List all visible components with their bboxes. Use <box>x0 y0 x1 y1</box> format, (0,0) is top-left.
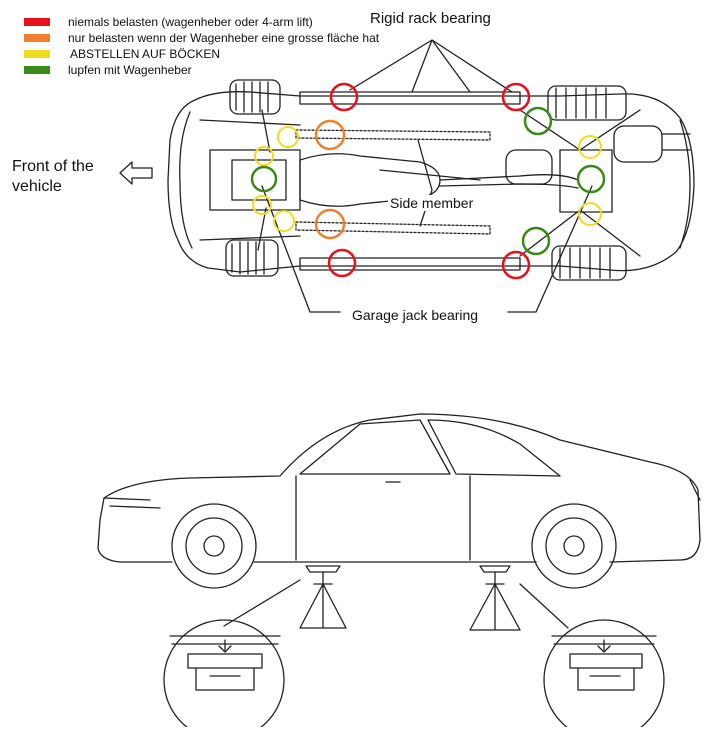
garage-jack-bearing-label: Garage jack bearing <box>350 307 481 323</box>
yellow-marker-circle <box>252 195 272 215</box>
legend-label: lupfen mit Wagenheber <box>68 63 192 77</box>
red-marker-circle <box>329 82 359 112</box>
yellow-marker-circle <box>277 126 299 148</box>
yellow-marker-circle <box>578 135 602 159</box>
front-arrow-icon <box>119 161 153 185</box>
rigid-rack-bearing-label: Rigid rack bearing <box>370 10 491 27</box>
red-marker-circle <box>327 248 357 278</box>
orange-marker-circle <box>314 119 346 151</box>
legend: niemals belasten (wagenheber oder 4-arm … <box>24 14 379 78</box>
legend-item-orange: nur belasten wenn der Wagenheber eine gr… <box>24 30 379 46</box>
legend-item-red: niemals belasten (wagenheber oder 4-arm … <box>24 14 379 30</box>
legend-swatch-orange <box>24 34 50 42</box>
legend-label: ABSTELLEN AUF BÖCKEN <box>70 47 221 61</box>
red-marker-circle <box>501 250 531 280</box>
yellow-marker-circle <box>254 146 274 166</box>
legend-label: niemals belasten (wagenheber oder 4-arm … <box>68 15 313 29</box>
green-marker-circle <box>521 226 551 256</box>
legend-item-yellow: ABSTELLEN AUF BÖCKEN <box>24 46 379 62</box>
legend-label: nur belasten wenn der Wagenheber eine gr… <box>68 31 380 45</box>
front-of-vehicle-label-line2: vehicle <box>12 178 62 195</box>
red-marker-circle <box>501 82 531 112</box>
legend-swatch-green <box>24 66 50 74</box>
legend-item-green: lupfen mit Wagenheber <box>24 62 379 78</box>
yellow-marker-circle <box>578 202 602 226</box>
legend-swatch-red <box>24 18 50 26</box>
car-side-view <box>97 413 701 732</box>
marker-layer <box>250 82 606 280</box>
legend-swatch-yellow <box>24 50 50 58</box>
green-marker-circle <box>576 164 606 194</box>
green-marker-circle <box>523 106 553 136</box>
side-member-label: Side member <box>388 195 476 211</box>
yellow-marker-circle <box>273 210 295 232</box>
front-of-vehicle-label-line1: Front of the <box>12 158 94 175</box>
orange-marker-circle <box>314 208 346 240</box>
green-marker-circle <box>250 165 278 193</box>
car-underside <box>167 39 695 313</box>
